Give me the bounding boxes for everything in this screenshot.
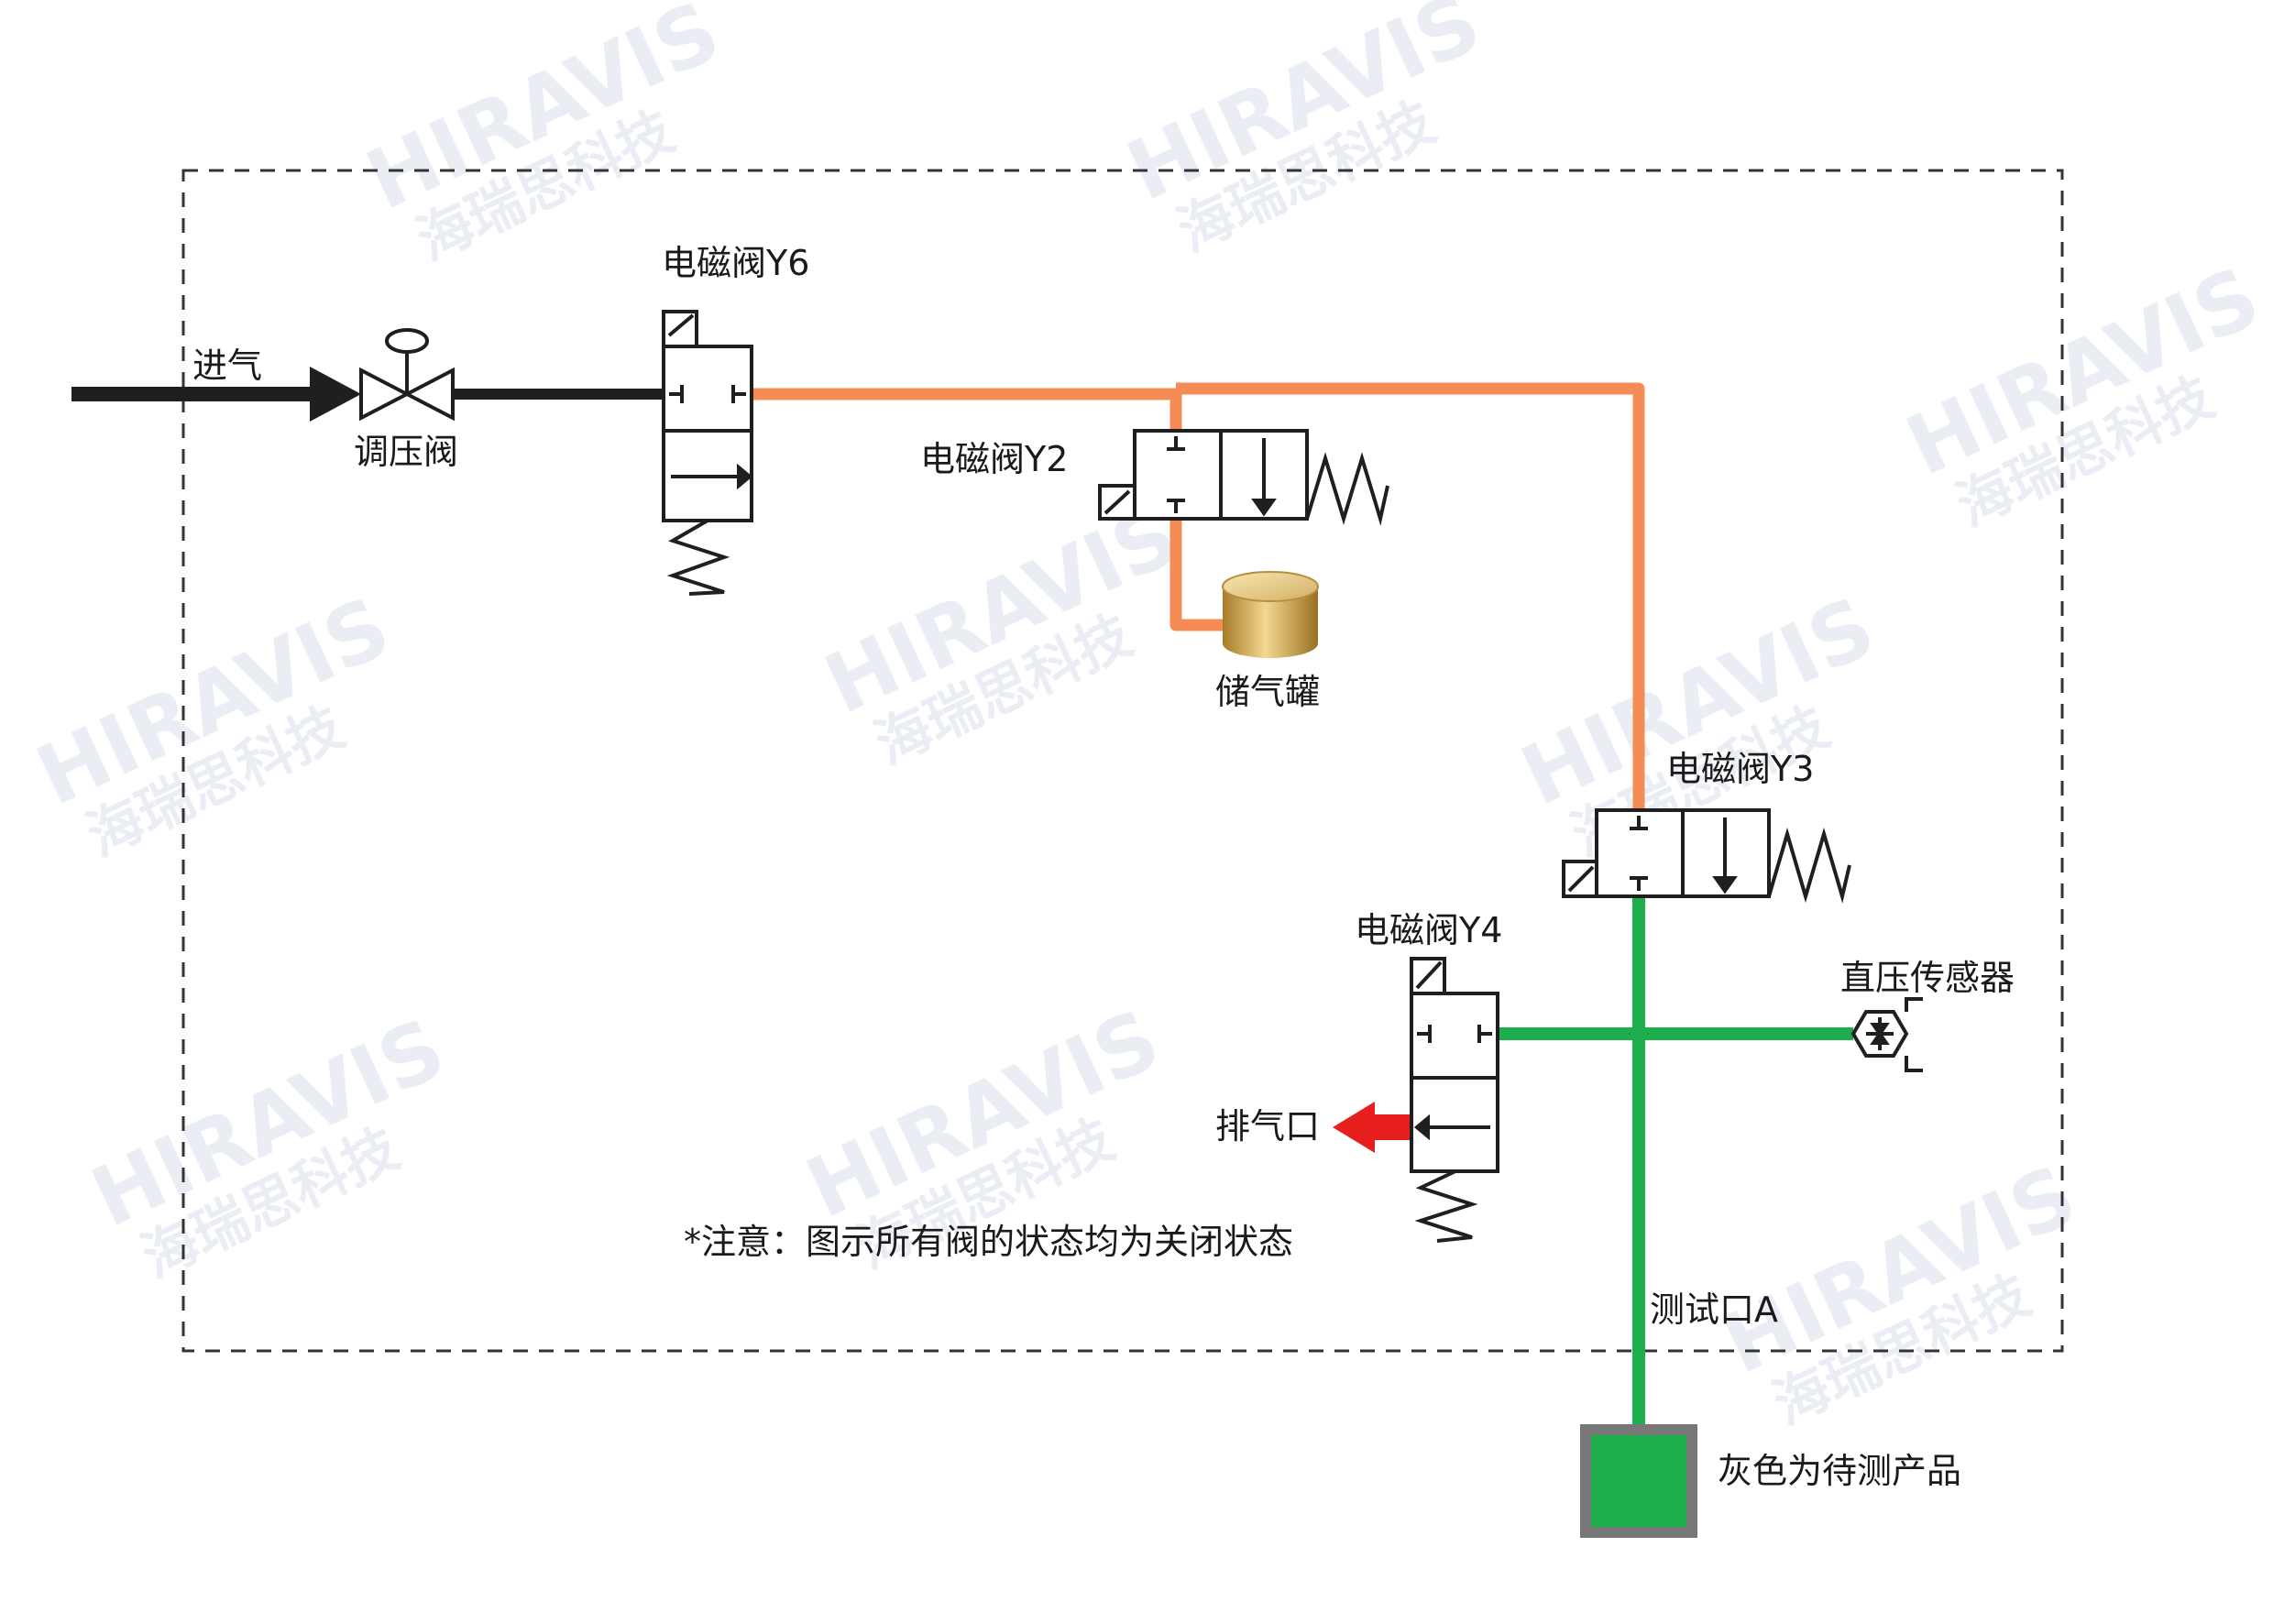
solenoid-valve-y4[interactable] [1410, 957, 1499, 1243]
label-inlet: 进气 [192, 346, 262, 386]
label-valve-y2: 电磁阀Y2 [920, 439, 1068, 479]
solenoid-valve-y2[interactable] [1098, 429, 1389, 526]
product-under-test [1580, 1424, 1697, 1538]
label-exhaust: 排气口 [1215, 1106, 1320, 1147]
pressure-sensor-icon[interactable] [1850, 997, 1923, 1072]
label-test-port: 测试口A [1650, 1289, 1778, 1330]
y2-to-tank-pipe [1169, 519, 1226, 631]
label-tank: 储气罐 [1215, 672, 1320, 712]
pressure-lines [753, 382, 1645, 810]
label-regulator: 调压阀 [354, 432, 458, 472]
inlet-arrow [310, 367, 361, 422]
pressure-regulator[interactable] [359, 328, 455, 422]
exhaust-arrow-icon [1333, 1102, 1410, 1153]
label-note: *注意：图示所有阀的状态均为关闭状态 [684, 1222, 1293, 1262]
solenoid-valve-y6[interactable] [662, 310, 753, 596]
solenoid-valve-y3[interactable] [1562, 808, 1851, 904]
label-valve-y6: 电磁阀Y6 [662, 243, 809, 283]
label-product: 灰色为待测产品 [1718, 1451, 1961, 1491]
label-valve-y3: 电磁阀Y3 [1666, 749, 1814, 789]
label-sensor: 直压传感器 [1840, 958, 2015, 998]
test-lines [1498, 898, 1853, 1430]
air-tank-icon [1222, 571, 1319, 658]
label-valve-y4: 电磁阀Y4 [1355, 910, 1502, 950]
system-boundary [181, 169, 2064, 1353]
main-orange-pipe [1176, 382, 1645, 810]
